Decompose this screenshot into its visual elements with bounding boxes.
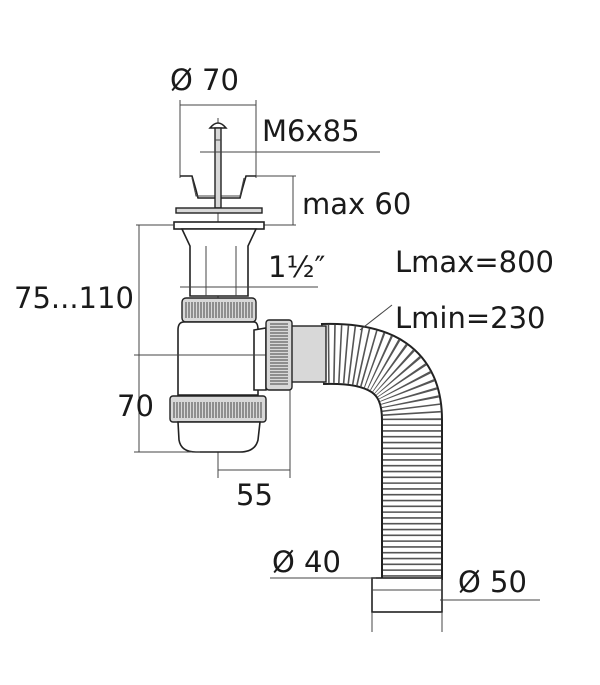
max-thickness-dimension (256, 175, 296, 226)
hose-end-fitting (371, 577, 443, 613)
outlet-d40-label: Ø 40 (272, 545, 341, 579)
bottle-body (177, 321, 259, 396)
height-dimensions (134, 224, 285, 453)
hose-length-leader (359, 304, 393, 331)
strainer-diameter-label: Ø 70 (170, 63, 239, 97)
screw-label: M6x85 (262, 114, 360, 148)
outlet-sleeve (289, 325, 327, 383)
outlet-offset-dimension (218, 388, 291, 478)
thread-label: 1½″ (268, 250, 326, 284)
corrugated-hose (320, 322, 443, 580)
max-thickness-label: max 60 (302, 187, 411, 221)
flange (173, 221, 265, 230)
height-range-label: 75...110 (14, 281, 134, 315)
hose-lmax-label: Lmax=800 (395, 245, 554, 279)
outlet-d50-label: Ø 50 (458, 565, 527, 599)
bottle-cup (177, 421, 261, 453)
tailpiece (180, 228, 258, 297)
flange-gasket (175, 207, 263, 214)
strainer-diameter-dimension (179, 100, 257, 178)
hose-lmin-label: Lmin=230 (395, 301, 546, 335)
bowl-height-label: 70 (117, 389, 154, 423)
outlet-offset-label: 55 (236, 478, 273, 512)
